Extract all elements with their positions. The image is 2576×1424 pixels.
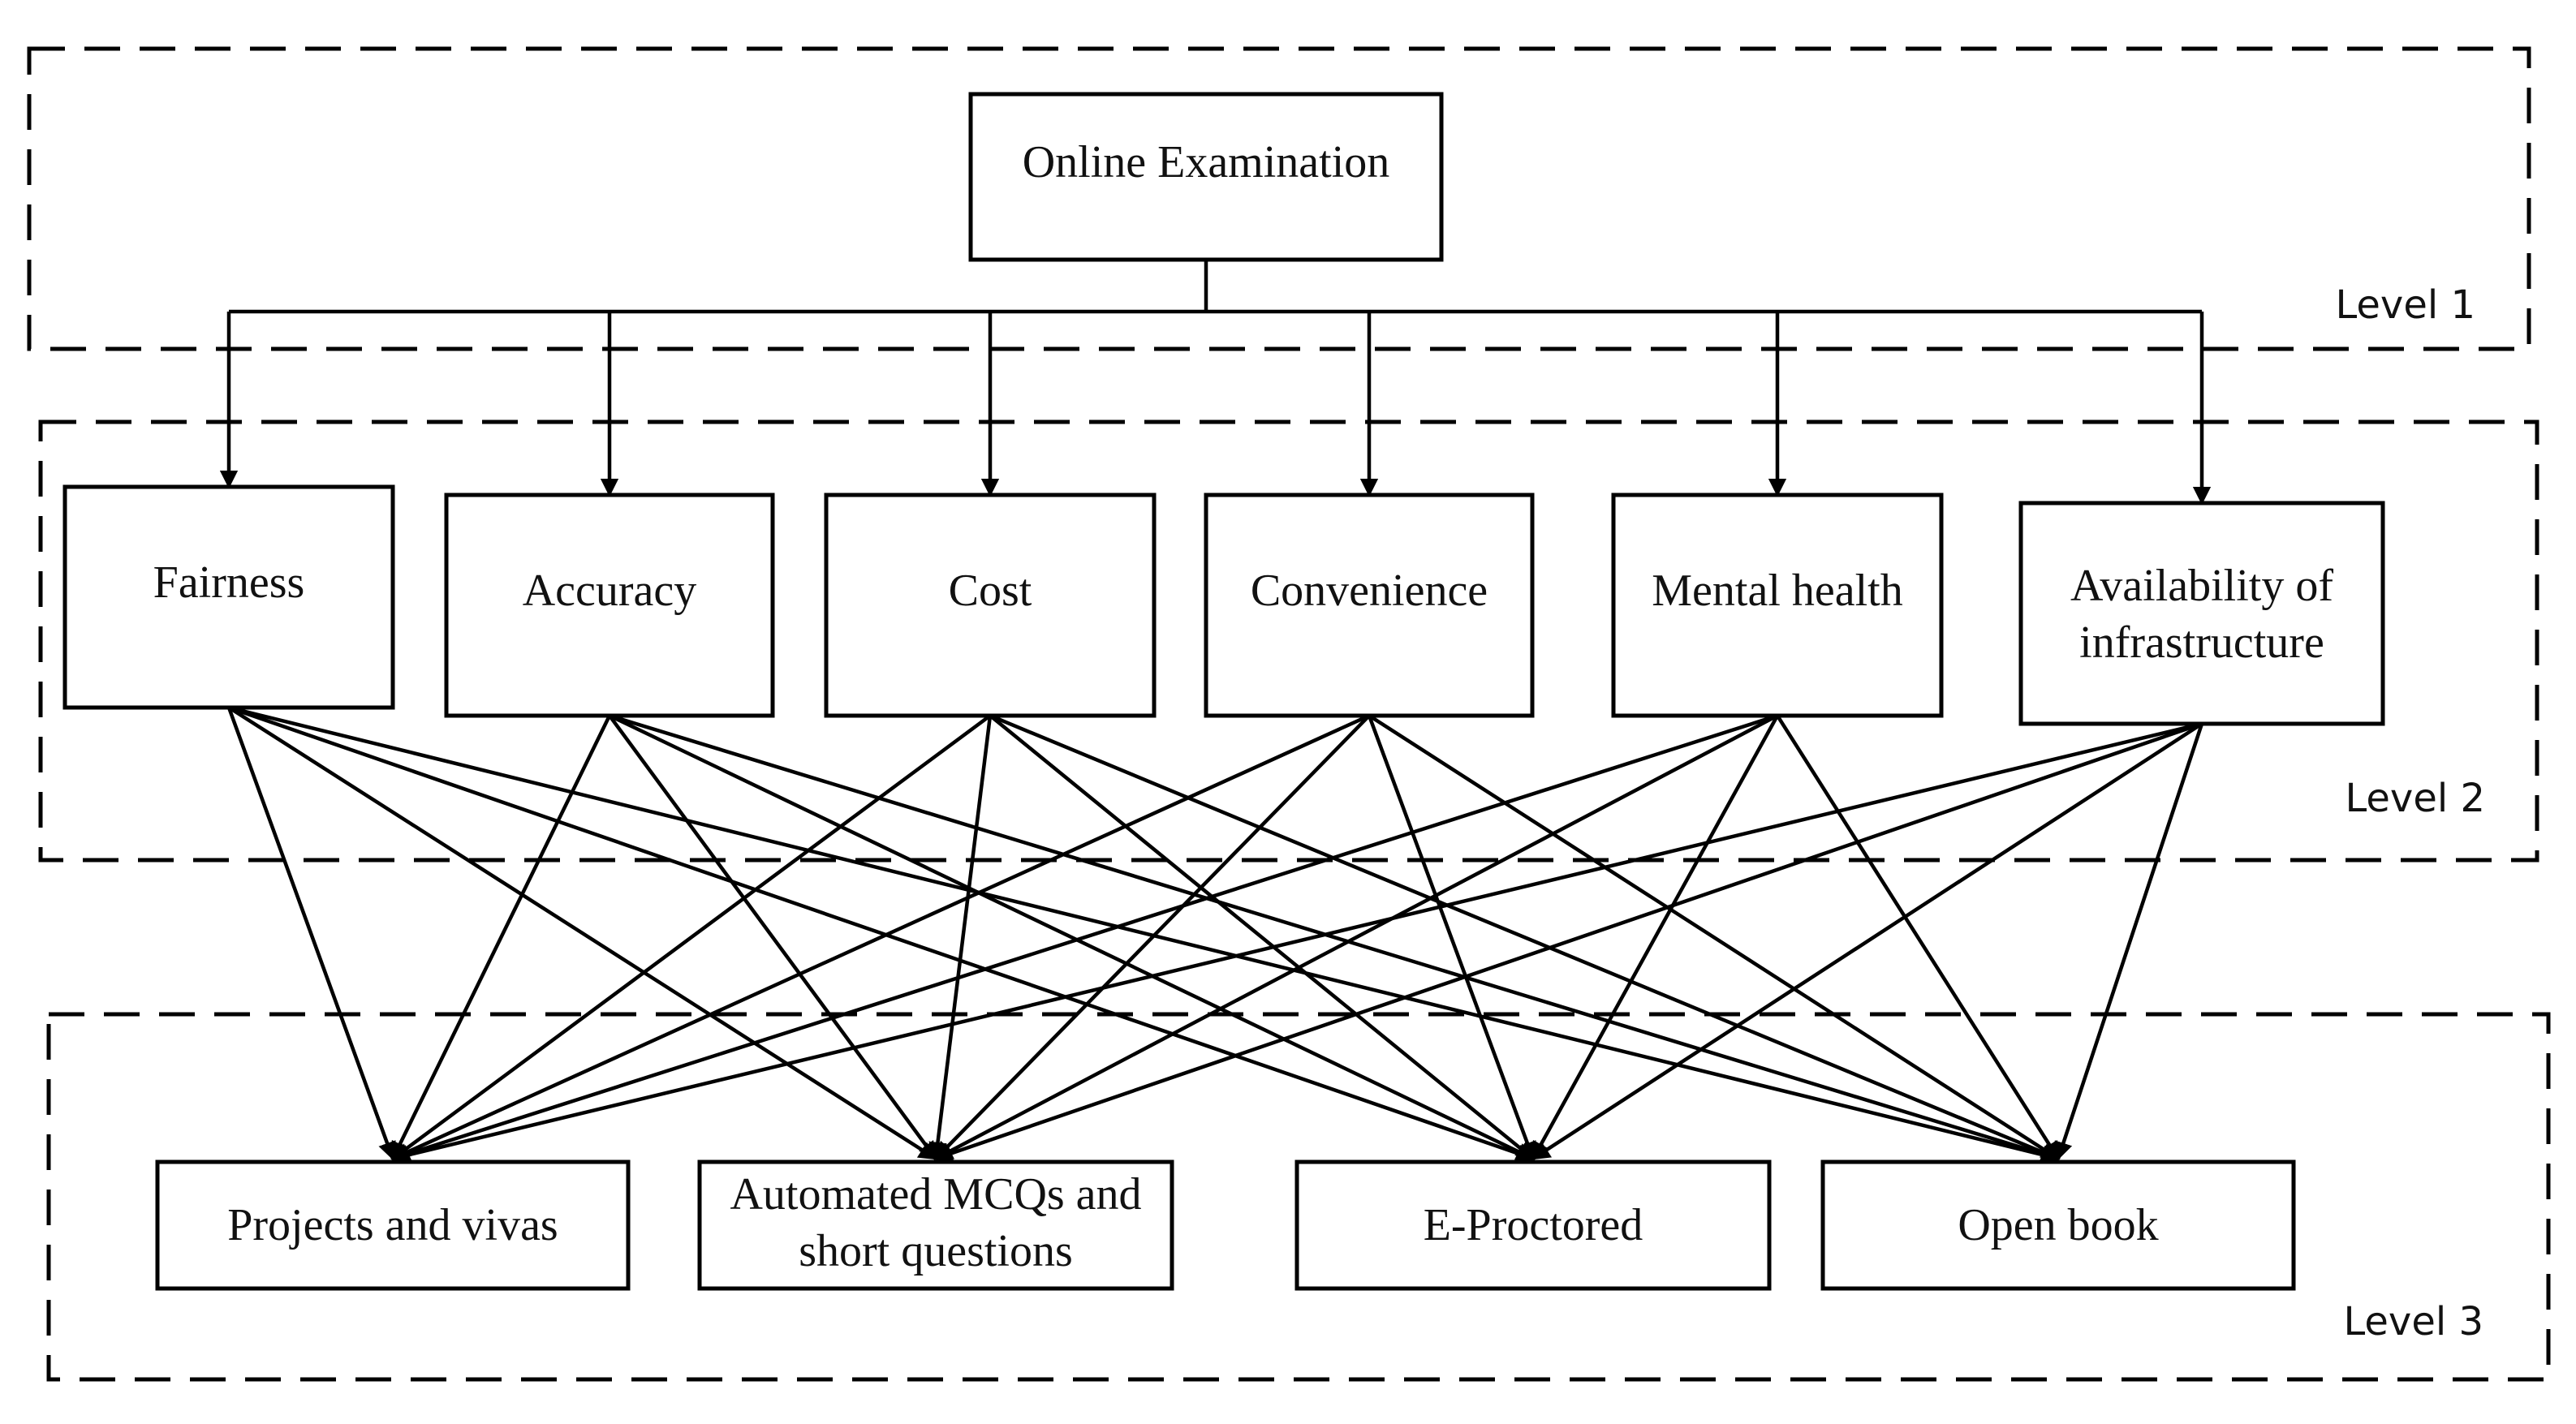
connector-criterion-4-to-alternative-1 [390, 713, 1370, 1161]
connector-criterion-6-to-alternative-3 [1531, 722, 2203, 1160]
connector-criterion-2-to-alternative-2 [608, 714, 937, 1160]
level-3-frame: Level 3 [46, 1012, 2551, 1382]
connector-criterion-5-to-alternative-3 [1531, 714, 1779, 1160]
criterion-label: Accuracy [523, 566, 697, 616]
connector-criterion-1-to-alternative-4 [228, 705, 2061, 1164]
goal-label: Online Examination [1023, 137, 1390, 187]
level-1-label: Level 1 [2336, 282, 2476, 328]
level-1-frame: Level 1 [27, 46, 2531, 351]
criterion-label: Convenience [1251, 566, 1488, 616]
connector-criterion-1-to-alternative-2 [227, 706, 937, 1160]
criterion-label-line-1: Availability of [2070, 561, 2333, 611]
alternative-label: Open book [1958, 1200, 2158, 1250]
criterion-label: Fairness [153, 557, 305, 608]
connector-criterion-2-to-alternative-3 [609, 713, 1536, 1161]
connector-criterion-4-to-alternative-4 [1368, 714, 2060, 1160]
connector-criterion-6-to-alternative-1 [390, 721, 2203, 1164]
connector-criterion-5-to-alternative-2 [934, 714, 1779, 1160]
connector-criterion-4-to-alternative-3 [1367, 715, 1536, 1161]
alternative-e-proctored: E-Proctored [1294, 1159, 1772, 1291]
connector-criterion-5-to-alternative-4 [1776, 714, 2060, 1160]
level-2-frame: Level 2 [38, 419, 2539, 863]
connector-criterion-6-to-alternative-2 [933, 721, 2203, 1163]
goal-to-criteria-connectors [219, 260, 2212, 505]
criterion-availability-of-infrastructure: Availability of infrastructure [2018, 501, 2385, 726]
alternative-label-line-2: short questions [799, 1226, 1073, 1276]
connector-criterion-4-to-alternative-2 [934, 714, 1371, 1160]
alternative-projects-and-vivas: Projects and vivas [155, 1159, 631, 1291]
connector-criterion-3-to-alternative-3 [989, 714, 1535, 1160]
criterion-label-line-2: infrastructure [2079, 617, 2324, 668]
alternative-label: E-Proctored [1424, 1200, 1643, 1250]
level-3-label: Level 3 [2344, 1299, 2484, 1344]
level-2-label: Level 2 [2346, 776, 2486, 821]
alternative-open-book: Open book [1820, 1159, 2296, 1291]
criteria-to-alternatives-connectors [226, 705, 2204, 1164]
connector-criterion-6-to-alternative-4 [2054, 723, 2204, 1161]
goal-node-online-examination: Online Examination [968, 92, 1444, 262]
connector-criterion-5-to-alternative-1 [390, 713, 1778, 1163]
connector-criterion-1-to-alternative-3 [228, 705, 1536, 1163]
criterion-convenience: Convenience [1204, 493, 1535, 718]
connector-criterion-3-to-alternative-2 [928, 715, 993, 1161]
connector-criterion-2-to-alternative-4 [609, 713, 2061, 1163]
criterion-label: Mental health [1652, 566, 1902, 616]
connector-criterion-1-to-alternative-1 [226, 707, 396, 1161]
criterion-label: Cost [949, 566, 1032, 616]
connector-criterion-2-to-alternative-1 [390, 715, 612, 1161]
alternative-nodes: Projects and vivas Automated MCQs and sh… [155, 1159, 2296, 1291]
criterion-accuracy: Accuracy [444, 493, 775, 718]
criterion-cost: Cost [824, 493, 1157, 718]
alternative-label-line-1: Automated MCQs and [730, 1169, 1141, 1220]
connector-criterion-3-to-alternative-4 [989, 713, 2061, 1161]
criterion-fairness: Fairness [62, 484, 395, 710]
connector-criterion-3-to-alternative-1 [391, 714, 992, 1160]
alternative-label: Projects and vivas [227, 1200, 558, 1250]
alternative-automated-mcqs: Automated MCQs and short questions [697, 1159, 1174, 1291]
criteria-nodes: Fairness Accuracy Cost Convenience Menta… [62, 484, 2385, 726]
criterion-mental-health: Mental health [1611, 493, 1944, 718]
